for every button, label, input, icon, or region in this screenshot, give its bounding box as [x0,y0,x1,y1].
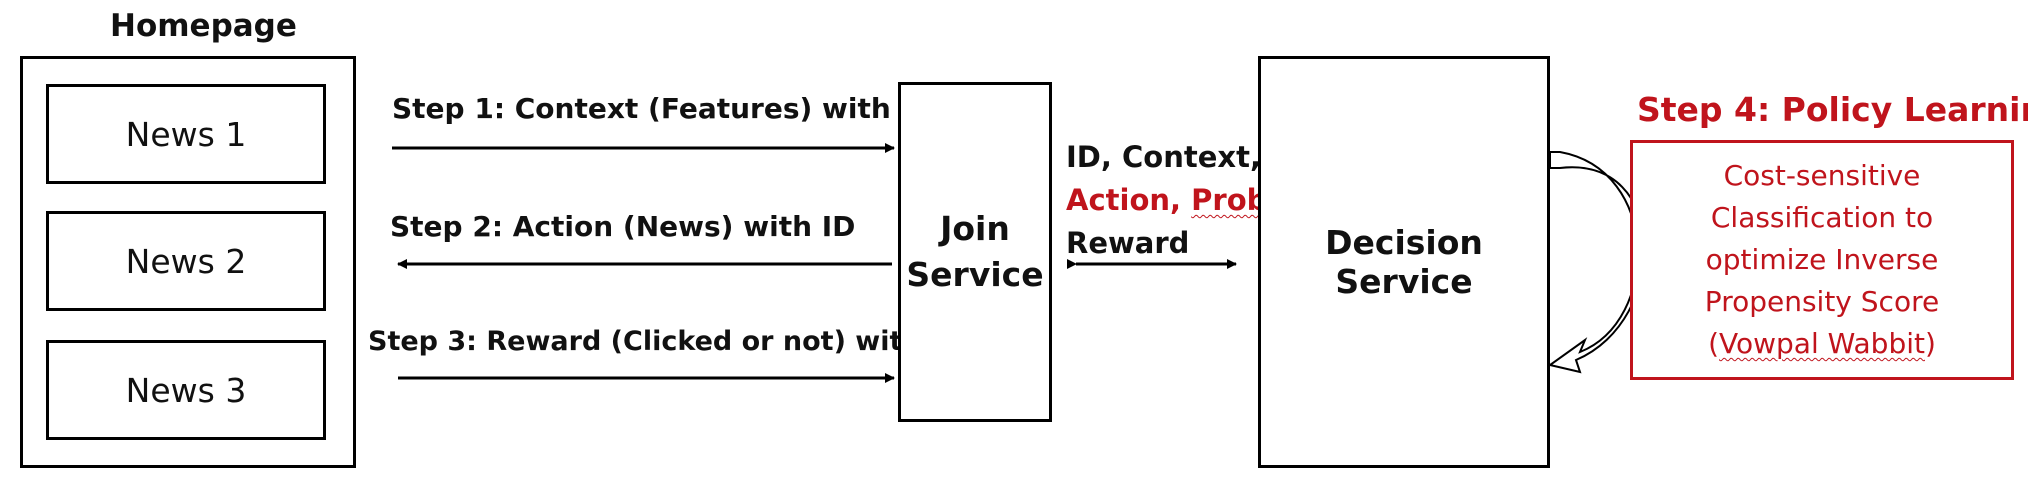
policy-paren-close: ) [1924,327,1936,360]
join-service-line1: Join [940,209,1010,248]
policy-line4: Propensity Score [1704,285,1940,318]
field-reward: Reward [1066,226,1190,260]
field-prob: Prob [1191,183,1268,217]
policy-vowpal-wabbit: Vowpal Wabbit [1719,327,1925,360]
joined-fields: ID, Context, Action, Prob, Reward [1066,136,1278,265]
policy-line2: Classification to [1710,201,1934,234]
policy-feedback-arrow [1547,151,1646,374]
fields-line3: Reward [1066,222,1278,265]
join-service-box: Join Service [898,82,1052,422]
step2-label: Step 2: Action (News) with ID [390,210,856,243]
step4-label: Step 4: Policy Learning [1637,90,2028,129]
homepage-title: Homepage [110,8,297,44]
policy-learning-box: Cost-sensitive Classification to optimiz… [1630,140,2014,380]
field-action: Action, [1066,183,1182,217]
news-item-1: News 1 [46,84,326,184]
field-id: ID, [1066,140,1112,174]
join-service-line2: Service [906,255,1044,294]
policy-paren-open: ( [1708,327,1719,360]
policy-line1: Cost-sensitive [1723,159,1921,192]
policy-line3: optimize Inverse [1705,243,1939,276]
news-item-3: News 3 [46,340,326,440]
step1-label: Step 1: Context (Features) with ID [392,92,935,125]
field-context: Context, [1122,140,1261,174]
fields-line2: Action, Prob, [1066,179,1278,222]
decision-service-box: Decision Service [1258,56,1550,468]
news-item-2: News 2 [46,211,326,311]
step3-label: Step 3: Reward (Clicked or not) with ID [368,326,964,357]
fields-line1: ID, Context, [1066,136,1278,179]
policy-line5: (Vowpal Wabbit) [1708,323,1936,365]
